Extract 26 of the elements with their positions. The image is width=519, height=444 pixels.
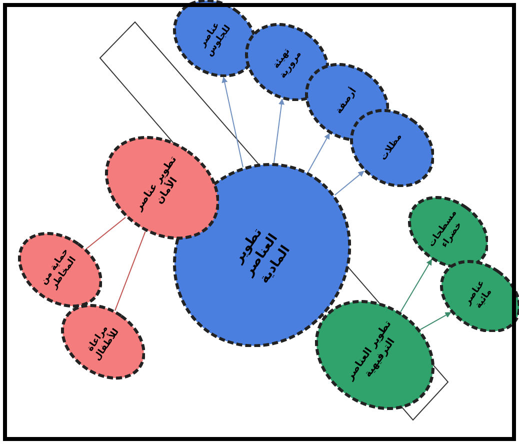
bubble (440, 260, 519, 332)
connector-line (114, 231, 146, 312)
bubble (60, 304, 146, 380)
bubble (408, 196, 488, 268)
arrow (334, 170, 364, 196)
bubble-label: مراعاة للأطفال (84, 322, 123, 365)
arrow (420, 312, 452, 330)
arrow (400, 259, 432, 312)
bubble (172, 0, 258, 78)
bubble-label: عناصر للجلوس (196, 19, 234, 60)
bubble-label: تطوير العناصر الترفيهية (344, 319, 398, 385)
arrow (273, 98, 284, 164)
bubble-label: أرصفة (333, 85, 360, 118)
bubble (18, 232, 102, 308)
bubble-label: عناصر مائية (462, 277, 496, 313)
bubble-label: تهيئة مرورية (270, 45, 305, 82)
arrow (308, 133, 330, 173)
bubble (104, 136, 220, 240)
bubble-label: حماية من المخاطر (38, 246, 80, 293)
bubble-label: تطوير العناصر المادية (230, 224, 294, 288)
bubble (315, 300, 435, 410)
bubble-label: مظلات (378, 131, 406, 165)
bubble-label: تطوير عناصر الأمان (132, 154, 180, 216)
connector-line (86, 216, 126, 250)
bubble-label: مسطحات خضراء (426, 207, 466, 252)
arrow (222, 76, 244, 168)
